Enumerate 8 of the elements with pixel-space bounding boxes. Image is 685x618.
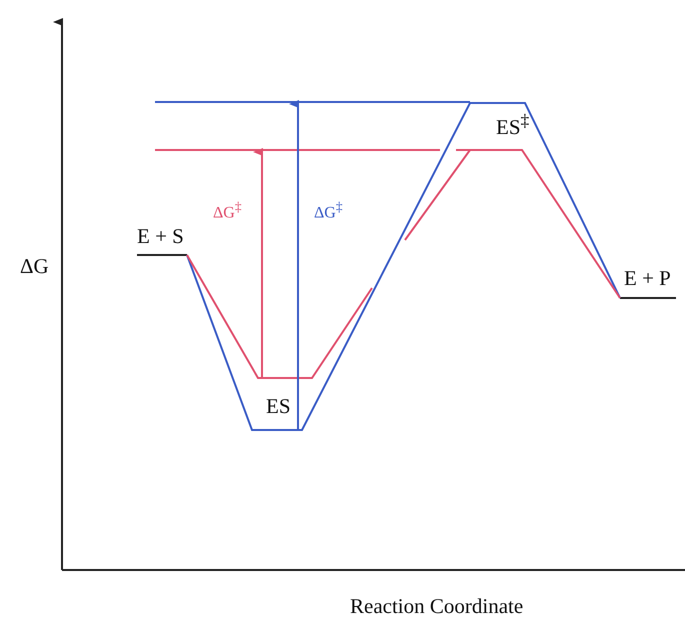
energy-label: ΔG$^{‡}$ — [213, 200, 242, 222]
energy-label: ΔG$^{‡}$ — [314, 200, 343, 222]
axis-label: Reaction Coordinate — [350, 596, 524, 617]
state-label: ES — [266, 396, 291, 417]
state-label: E + P — [624, 268, 671, 289]
state-label: E + S — [137, 226, 184, 247]
axis-label: ΔG — [20, 256, 49, 277]
state-label: ES$^{‡}$ — [496, 112, 530, 138]
